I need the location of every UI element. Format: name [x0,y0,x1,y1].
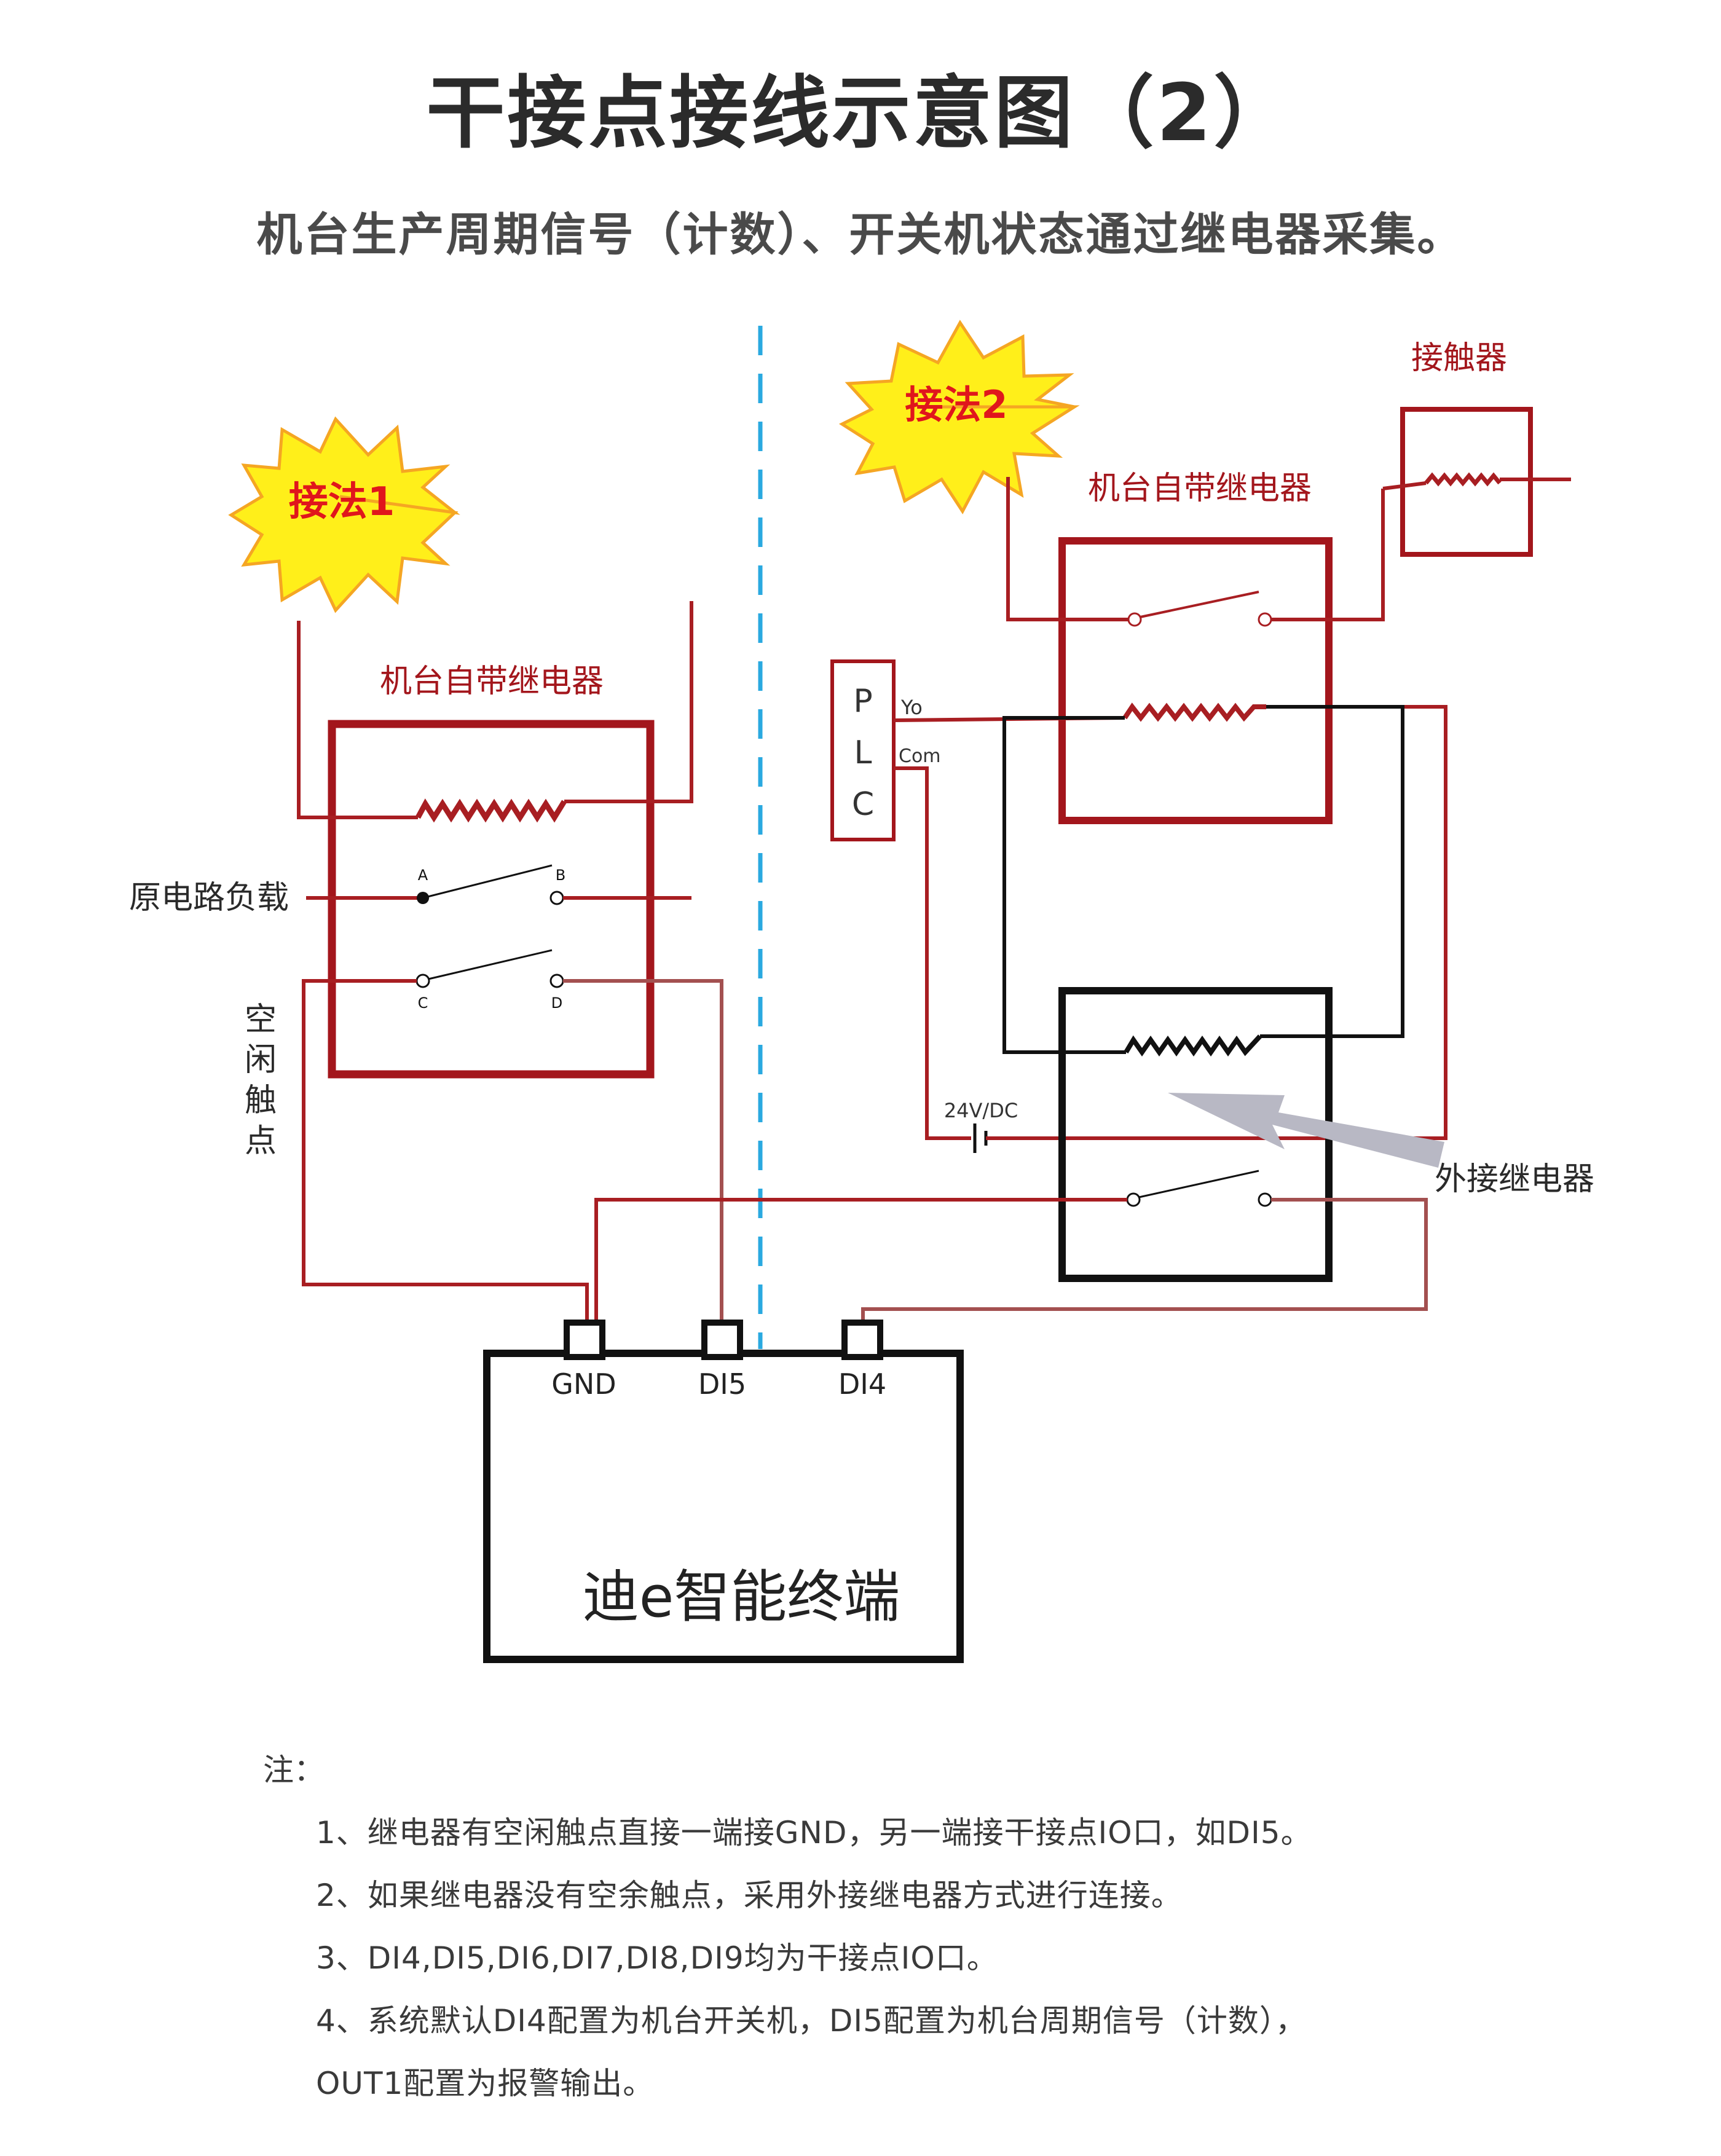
port-gnd-label: GND [551,1367,616,1401]
page-title: 干接点接线示意图（2） [426,68,1295,159]
method2-relay-switch-right-lead [1271,489,1385,621]
contactor-box [1400,407,1533,557]
method1-switch-cd [428,949,553,980]
external-relay-switch [1138,1170,1259,1198]
terminal-name: 迪e智能终端 [583,1564,900,1630]
method1-starburst [228,416,460,613]
external-relay-contact-right [1258,1192,1272,1207]
method2-relay-box [1058,537,1333,824]
plc-letter-c: C [852,786,874,823]
contactor-lead-left [1382,481,1427,490]
method2-relay-switch [1140,591,1259,618]
note-line-2: 2、如果继电器没有空余触点，采用外接继电器方式进行连接。 [316,1878,1183,1913]
port-di5-pin [701,1320,743,1360]
notes-heading: 注： [263,1752,325,1788]
method1-gnd-wire [302,979,589,1321]
method1-coil [415,798,567,823]
idle-char-4: 点 [245,1123,277,1160]
method1-idle-contact-label: 空 闲 触 点 [245,1001,277,1160]
port-di5-label: DI5 [698,1367,746,1401]
external-relay-coil [1124,1034,1262,1056]
note-line-4: 4、系统默认DI4配置为机台开关机，DI5配置为机台周期信号（计数）， [316,2003,1307,2039]
method1-label-a: A [418,867,428,884]
idle-char-1: 空 [245,1001,277,1038]
ext-relay-gnd-wire [594,1198,1127,1321]
method2-relay-contact-left [1127,612,1142,627]
note-line-1: 1、继电器有空闲触点直接一端接GND，另一端接干接点IO口，如DI5。 [316,1815,1312,1851]
external-relay-arrow [1168,1093,1444,1168]
idle-char-3: 触 [245,1082,277,1119]
plc-box [830,659,896,841]
method1-relay-label: 机台自带继电器 [380,663,604,700]
idle-char-2: 闲 [245,1042,277,1079]
page-subtitle: 机台生产周期信号（计数）、开关机状态通过继电器采集。 [256,208,1465,261]
external-relay-box [1058,987,1333,1282]
method2-relay-coil [1122,702,1266,722]
ext-relay-di4-wire [861,1198,1428,1321]
method2-badge: 接法2 [838,320,1080,514]
method2-relay-contact-right [1258,612,1272,627]
method1-label-d: D [551,994,562,1012]
smart-terminal: GND DI5 DI4 迪e智能终端 [483,1320,964,1663]
method1-terminal-d [549,974,564,988]
plc-letter-p: P [853,683,872,720]
external-relay-label: 外接继电器 [1435,1161,1594,1198]
method1-load-label: 原电路负载 [129,879,289,916]
method1-terminal-c [415,974,430,988]
note-line-5: OUT1配置为报警输出。 [316,2066,655,2101]
method1-coil-lead-right [564,601,693,803]
method1-terminal-b [549,891,564,905]
method2-badge-label: 接法2 [905,382,1007,427]
method1-di5-wire [563,979,723,1321]
port-di4-label: DI4 [838,1367,886,1401]
method2-contactor-label: 接触器 [1411,340,1507,377]
method1-label-c: C [418,994,428,1012]
power-to-ext-relay-wire [986,705,1447,1140]
port-gnd-pin [564,1320,605,1360]
port-di4-pin [841,1320,883,1360]
method1-badge-label: 接法1 [289,479,395,525]
contactor-coil [1424,472,1502,487]
plc-com-label: Com [899,746,941,767]
plc-yo-label: Yo [900,696,923,719]
method2-relay-label: 机台自带继电器 [1088,470,1312,507]
note-line-3: 3、DI4,DI5,DI6,DI7,DI8,DI9均为干接点IO口。 [316,1940,998,1976]
external-relay-contact-left [1126,1192,1141,1207]
plc-letter-l: L [854,734,872,771]
method1-switch-ab [422,864,553,899]
plc-com-wire [894,766,971,1140]
wiring-diagram: 接法1 机台自带继电器 A B C D 原电路负载 空 闲 触 点 [129,320,1594,1663]
method1-coil-lead-left [297,621,418,819]
method2-starburst [838,320,1080,514]
method2-relay-switch-left-lead [1006,477,1128,621]
terminal-body [483,1350,964,1663]
method1-badge: 接法1 [228,416,460,613]
method1-label-b: B [556,867,565,884]
power-label: 24V/DC [944,1099,1018,1122]
